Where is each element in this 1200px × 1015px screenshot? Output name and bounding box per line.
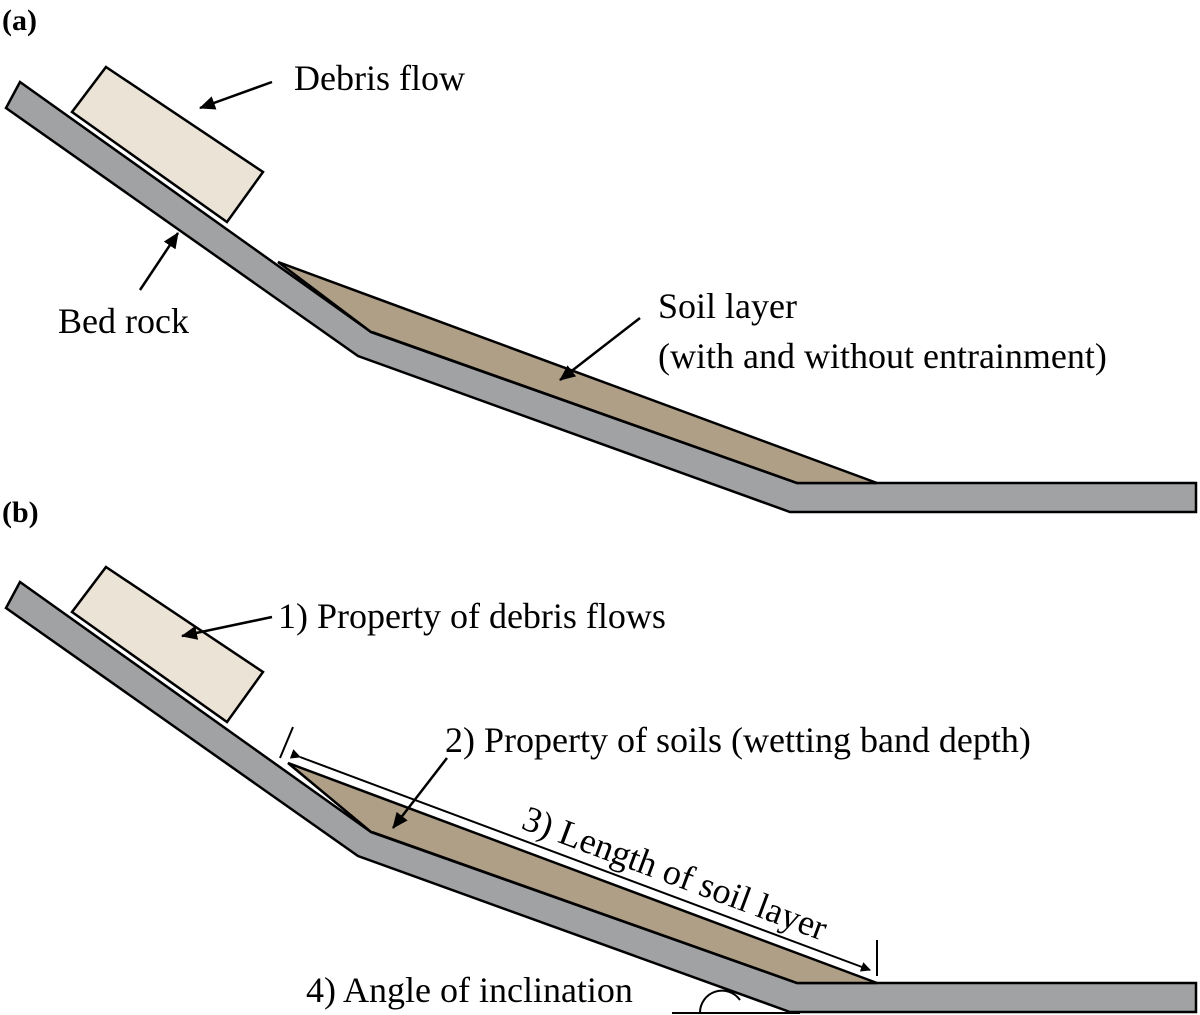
debris-flow-arrow bbox=[199, 80, 273, 110]
angle-arc bbox=[698, 989, 741, 1014]
bed-rock-label: Bed rock bbox=[58, 301, 189, 341]
length-tick-start bbox=[279, 726, 294, 759]
panel-a-label: (a) bbox=[2, 4, 37, 37]
soil-base-line bbox=[371, 330, 798, 485]
soil-layer-arrow bbox=[559, 317, 641, 381]
panel-b-label: (b) bbox=[2, 496, 39, 529]
factor-debris-property: 1) Property of debris flows bbox=[278, 596, 666, 636]
soil-property-arrow bbox=[392, 757, 448, 829]
panel-a: (a) Debris flow Bed rock Soil layer (wit… bbox=[2, 4, 1198, 514]
debris-flow-block-b bbox=[70, 565, 265, 724]
debris-flow-label: Debris flow bbox=[294, 58, 465, 98]
panel-b: (b) 1) Property of debris flows 2) Prope… bbox=[2, 496, 1198, 1014]
debris-flow-block bbox=[70, 65, 265, 224]
soil-layer-label: Soil layer bbox=[658, 286, 797, 326]
debris-property-arrow bbox=[181, 615, 273, 640]
soil-layer-b bbox=[287, 761, 878, 985]
factor-soil-property: 2) Property of soils (wetting band depth… bbox=[445, 720, 1031, 760]
factor-inclination-angle: 4) Angle of inclination bbox=[306, 970, 633, 1010]
length-dimension-line bbox=[289, 749, 871, 972]
soil-layer-sublabel: (with and without entrainment) bbox=[658, 336, 1107, 376]
bed-rock-arrow bbox=[138, 232, 180, 291]
